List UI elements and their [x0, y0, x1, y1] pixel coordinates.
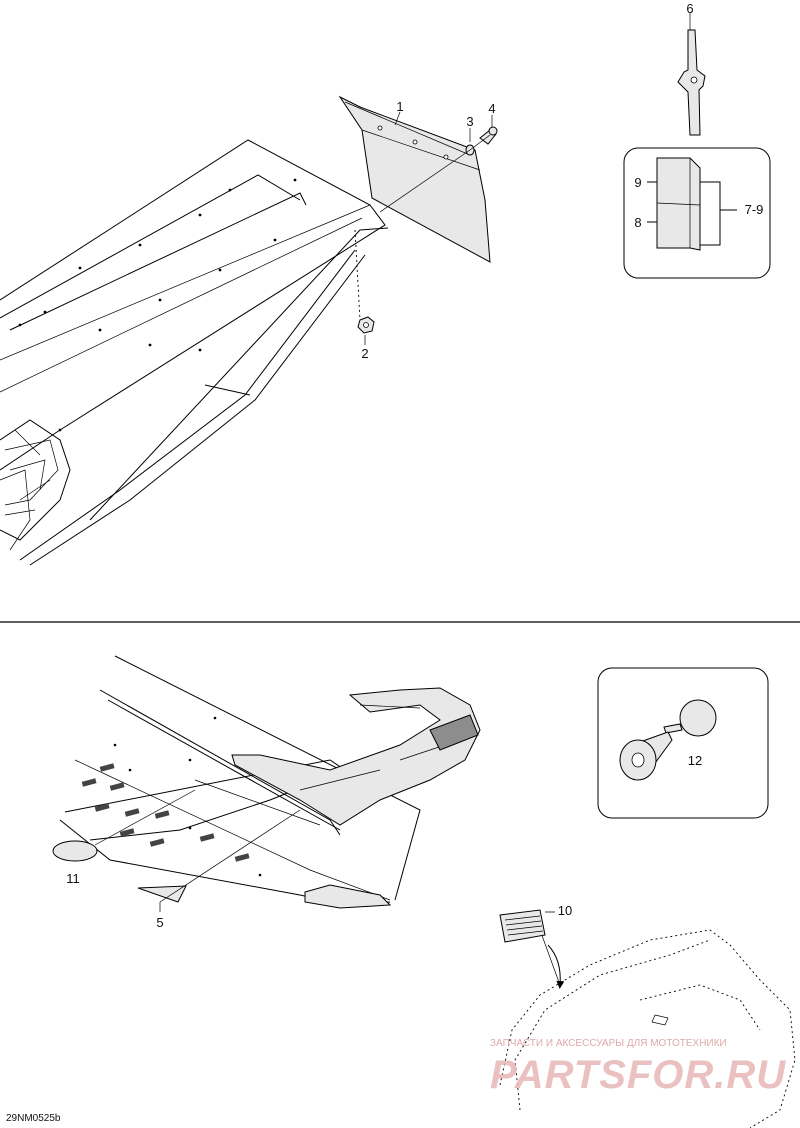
drawing-code: 29NM0525b — [6, 1113, 61, 1124]
callout-7-9: 7-9 — [745, 202, 764, 217]
triangular-reflector — [137, 885, 187, 903]
callout-12: 12 — [688, 753, 702, 768]
decal-detail-box — [623, 147, 771, 279]
side-panel — [499, 929, 796, 1128]
rear-bumper — [231, 687, 481, 909]
callout-9: 9 — [634, 175, 641, 190]
callout-5: 5 — [156, 915, 163, 930]
watermark-logo: ЗАПЧАСТИ И АКСЕССУАРЫ ДЛЯ МОТОТЕХНИКИ PA… — [490, 1038, 786, 1097]
callout-8: 8 — [634, 215, 641, 230]
callout-11: 11 — [66, 871, 80, 886]
rivet-dots — [18, 178, 297, 432]
wrench-tool — [677, 12, 706, 136]
watermark-tagline: ЗАПЧАСТИ И АКСЕССУАРЫ ДЛЯ МОТОТЕХНИКИ — [490, 1038, 727, 1049]
nut — [357, 316, 375, 334]
callout-1: 1 — [396, 99, 403, 114]
tunnel-assembly-upper — [0, 139, 389, 566]
callout-4: 4 — [488, 101, 495, 116]
screw — [479, 126, 498, 145]
callout-3: 3 — [466, 114, 473, 129]
oval-reflector — [52, 840, 98, 862]
vent-grille — [499, 909, 546, 943]
horn-detail-box — [597, 667, 769, 819]
callout-6: 6 — [686, 1, 693, 16]
callout-10: 10 — [558, 903, 572, 918]
skid-plate-slots — [81, 763, 250, 862]
callout-2: 2 — [361, 346, 368, 361]
snow-flap — [338, 95, 491, 263]
watermark-brand: PARTSFOR.RU — [490, 1053, 786, 1097]
